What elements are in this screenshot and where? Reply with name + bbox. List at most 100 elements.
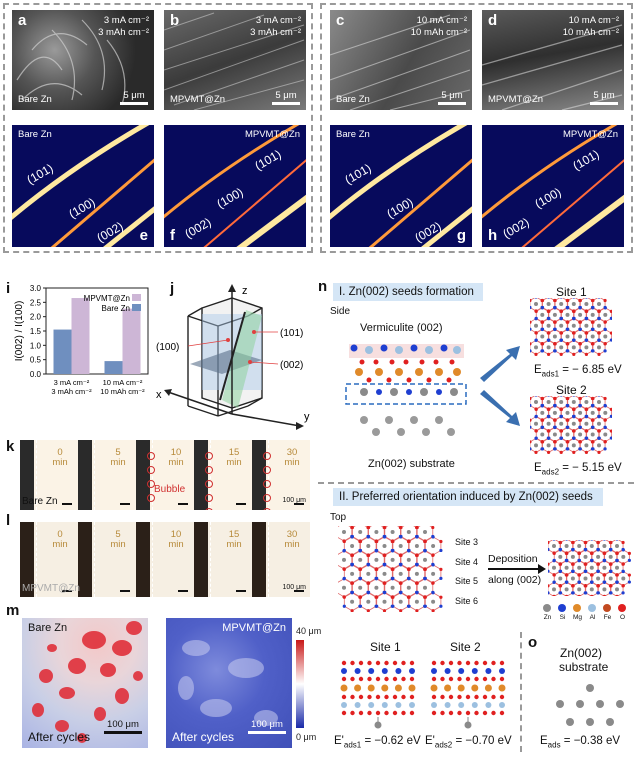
lattice-atom — [553, 349, 557, 353]
sem-a-scalebar: 5 μm — [120, 90, 148, 105]
zn-atom — [546, 302, 551, 306]
lattice-atom — [603, 298, 607, 303]
zn-atom — [597, 302, 601, 306]
zn-atom — [559, 323, 564, 328]
label-100: (100) — [156, 342, 179, 353]
along-label: along (002) — [488, 574, 542, 586]
frame-scalebar — [120, 590, 130, 592]
lattice-atom — [547, 317, 551, 321]
video-frame — [150, 440, 194, 510]
lattice-atom — [552, 559, 556, 563]
sem-a-label: Bare Zn — [18, 94, 52, 105]
slab-atom — [350, 710, 355, 716]
panel-label-c: c — [336, 12, 345, 29]
lattice-atom — [597, 407, 601, 411]
lattice-atom — [423, 595, 427, 599]
lattice-atom — [375, 595, 379, 599]
bar — [53, 329, 72, 374]
lattice-atom — [565, 551, 569, 555]
lattice-atom — [597, 450, 601, 454]
zn-atom — [534, 345, 538, 350]
lattice-atom — [558, 591, 563, 595]
o-subtitle: substrate — [559, 660, 609, 674]
electrode-boundary — [152, 440, 153, 510]
slab-atom — [431, 710, 437, 716]
slab-atom — [499, 702, 505, 708]
slab-atom — [482, 676, 488, 682]
lattice-atom — [374, 577, 378, 581]
section-divider — [318, 482, 634, 484]
frame-scalebar — [120, 503, 130, 505]
lattice-atom — [572, 309, 576, 313]
lattice-atom — [558, 584, 563, 588]
zn-atom — [590, 312, 595, 317]
zn-atom — [406, 585, 411, 590]
lattice-atom — [530, 447, 532, 451]
slab-atom — [491, 710, 496, 716]
lattice-atom — [609, 569, 613, 574]
zn-atom — [608, 576, 613, 581]
slab-atom — [409, 676, 415, 682]
lattice-atom — [571, 540, 575, 545]
zn-atom — [366, 543, 371, 548]
lattice-atom — [558, 548, 562, 552]
slab-atom — [440, 676, 445, 682]
bottom-site2-title: Site 2 — [450, 640, 481, 654]
lattice-atom — [540, 447, 545, 451]
x-label: x — [156, 389, 162, 401]
lattice-atom — [597, 338, 601, 342]
category-label-line2: 3 mAh cm⁻² — [51, 387, 92, 396]
lattice-atom — [591, 396, 595, 401]
slab-atom — [448, 694, 454, 700]
adsorbed-zn — [464, 721, 472, 729]
zn-atom — [615, 565, 619, 570]
sem-image-c: c 10 mA cm⁻² 10 mAh cm⁻² Bare Zn 5 μm — [330, 10, 472, 110]
video-frame — [92, 522, 136, 597]
vermiculite-label: Vermiculite (002) — [360, 322, 443, 334]
zn-atom — [414, 571, 419, 576]
lattice-atom — [534, 298, 538, 299]
lattice-atom — [375, 539, 379, 544]
slab-atom — [354, 684, 362, 692]
slab-atom — [367, 676, 372, 682]
zn-atom — [546, 323, 551, 328]
zn-atom — [596, 554, 601, 559]
zn-atom — [534, 421, 538, 426]
slab-atom — [448, 676, 454, 682]
slab-atom — [341, 710, 347, 716]
lattice-atom — [350, 591, 354, 595]
lattice-atom — [603, 540, 606, 541]
lattice-atom — [565, 540, 568, 541]
o-divider — [520, 632, 522, 752]
legend-atom-zn — [543, 604, 551, 612]
slab-atom — [367, 694, 372, 700]
zn-atom — [342, 530, 346, 534]
panel-label-j: j — [170, 280, 175, 297]
lattice-atom — [578, 320, 582, 324]
zn-atom — [583, 554, 588, 559]
panel-label-b: b — [170, 12, 180, 29]
bubble-marker — [263, 494, 271, 502]
lattice-atom — [578, 342, 582, 346]
slab-atom — [358, 710, 364, 716]
lattice-atom — [383, 526, 387, 530]
electrode-boundary — [268, 440, 269, 510]
lattice-atom — [547, 309, 551, 313]
zn-atom — [584, 400, 589, 404]
lattice-atom — [571, 562, 575, 566]
lattice-atom — [399, 535, 403, 539]
slab-atom — [367, 710, 372, 716]
lattice-atom — [603, 418, 607, 422]
slab-atom — [358, 694, 364, 700]
lattice-atom — [591, 342, 595, 346]
electrode-boundary — [94, 440, 95, 510]
m-left-scalebar: 100 μm — [104, 719, 142, 734]
legend-text: Zn — [543, 614, 552, 621]
panel-label-n: n — [318, 278, 328, 295]
lattice-atom — [609, 316, 612, 320]
lattice-atom — [615, 551, 619, 555]
zn-atom — [590, 334, 595, 339]
slab-atom — [409, 694, 415, 700]
